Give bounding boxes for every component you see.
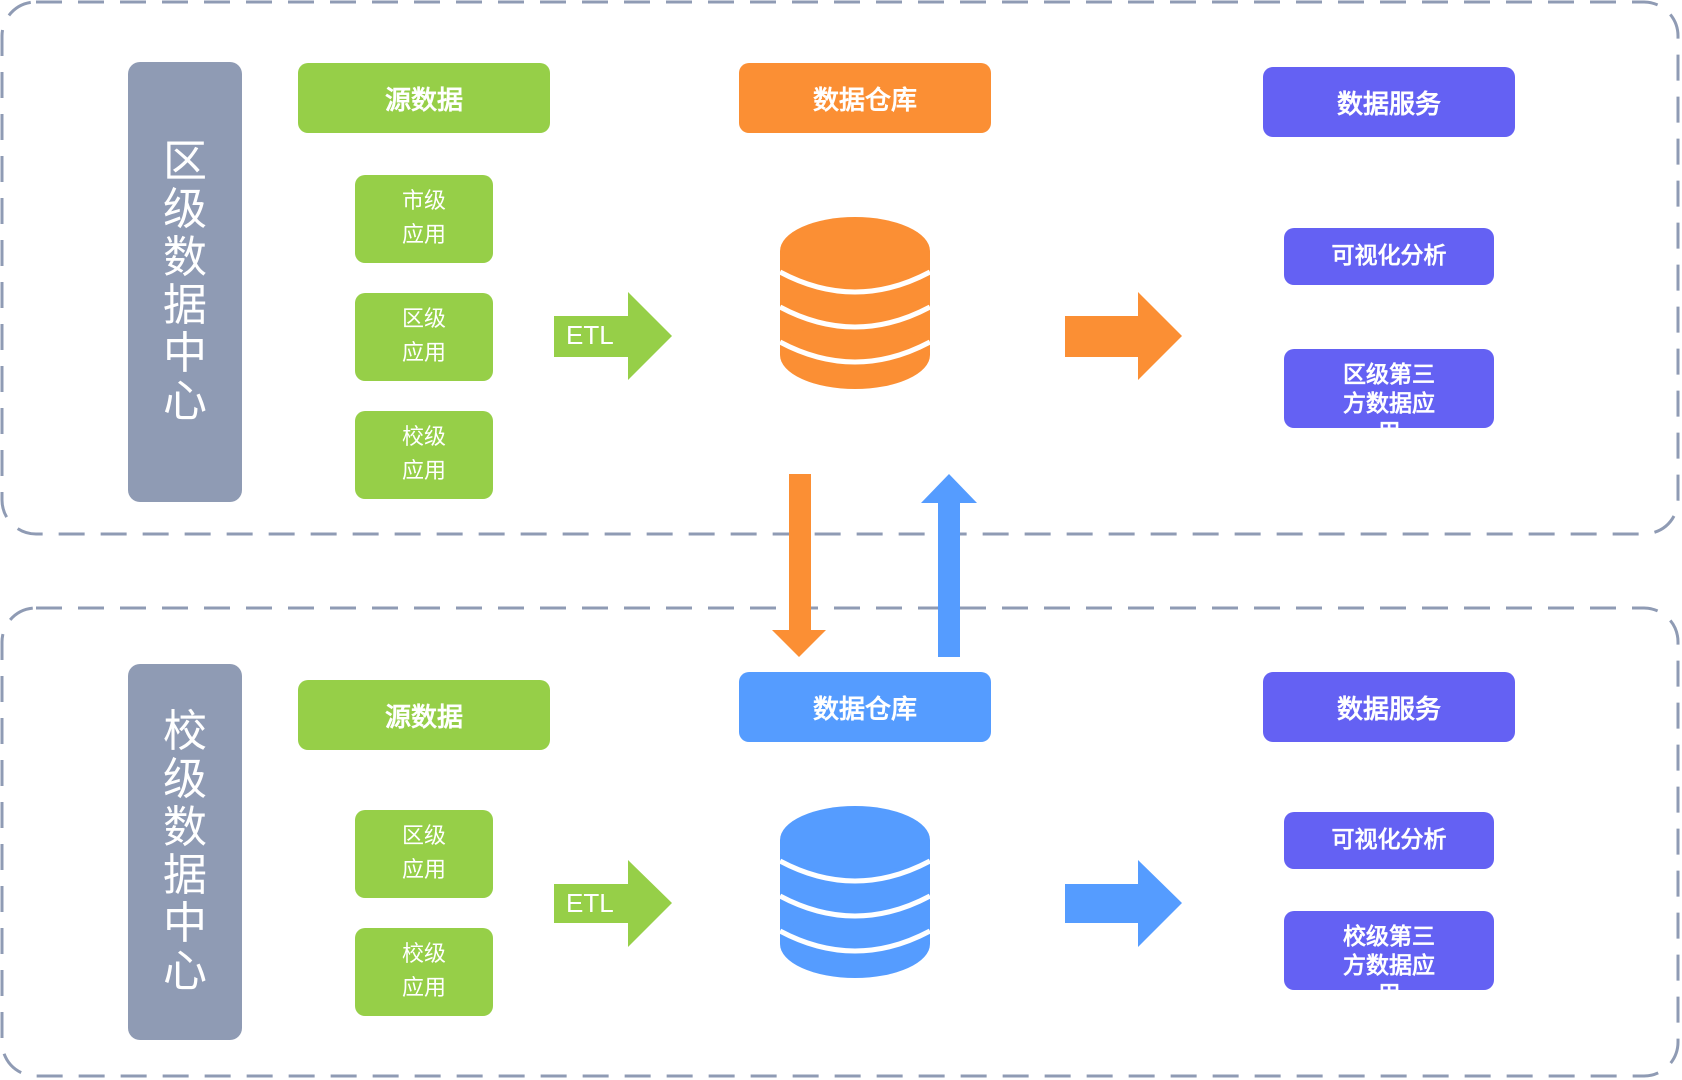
school-region-border xyxy=(0,606,1680,1078)
district-etl-arrow xyxy=(554,292,672,380)
district-warehouse-header: 数据仓库 xyxy=(739,63,991,133)
district-database-icon xyxy=(778,217,932,389)
school-service-visual-analysis: 可视化分析 xyxy=(1284,812,1494,869)
sync-up-arrow xyxy=(921,474,977,657)
district-source-school-app: 校级 应用 xyxy=(355,411,493,499)
school-database-icon xyxy=(778,806,932,978)
school-side-panel: 校级数据中心 xyxy=(128,664,242,1040)
district-source-city-app: 市级 应用 xyxy=(355,175,493,263)
school-warehouse-header: 数据仓库 xyxy=(739,672,991,742)
school-etl-arrow xyxy=(554,860,672,947)
district-source-district-app: 区级 应用 xyxy=(355,293,493,381)
district-source-header: 源数据 xyxy=(298,63,550,133)
school-title: 校级数据中心 xyxy=(163,706,207,997)
district-service-header: 数据服务 xyxy=(1263,67,1515,137)
district-title: 区级数据中心 xyxy=(163,136,207,427)
school-output-arrow xyxy=(1065,860,1182,947)
school-source-school-app: 校级 应用 xyxy=(355,928,493,1016)
school-service-third-party: 校级第三方数据应用 xyxy=(1284,911,1494,1008)
sync-down-arrow xyxy=(772,474,826,657)
school-etl-label: ETL xyxy=(566,888,614,918)
school-source-district-app: 区级 应用 xyxy=(355,810,493,898)
district-service-visual-analysis: 可视化分析 xyxy=(1284,228,1494,285)
district-region-border xyxy=(0,0,1680,536)
district-output-arrow xyxy=(1065,292,1182,380)
district-side-panel: 区级数据中心 xyxy=(128,62,242,502)
school-source-header: 源数据 xyxy=(298,680,550,750)
school-service-header: 数据服务 xyxy=(1263,672,1515,742)
district-service-third-party: 区级第三方数据应用 xyxy=(1284,349,1494,446)
district-etl-label: ETL xyxy=(566,320,614,350)
